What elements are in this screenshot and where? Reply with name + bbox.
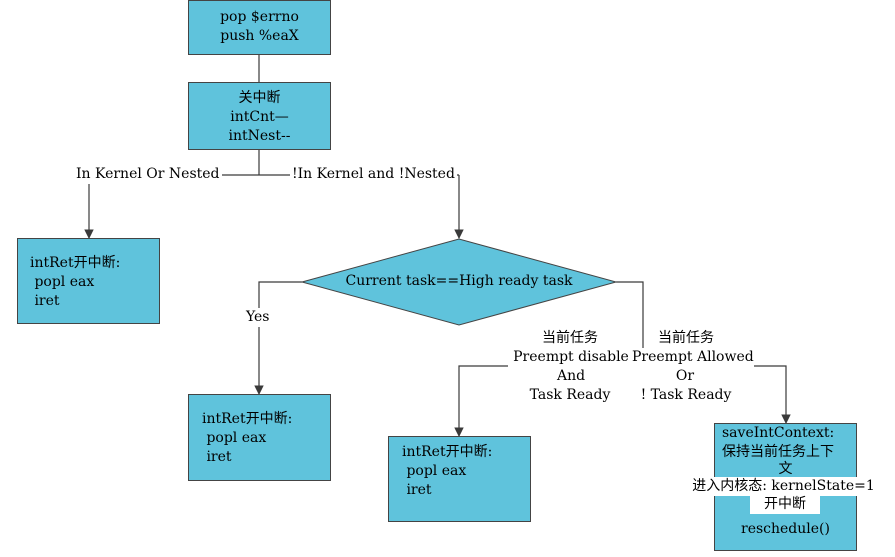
intret-left-line2: popl eax	[30, 274, 95, 290]
intret-left-line3: iret	[30, 293, 60, 309]
preempt-disable-line3: And	[546, 367, 596, 386]
close-interrupt-line3: intNest--	[228, 128, 291, 144]
intret-left-box	[17, 238, 160, 324]
reschedule-text: reschedule()	[741, 521, 830, 537]
save-context-line3: 文	[778, 461, 793, 477]
edge-decision-right	[616, 281, 644, 366]
intret-right-box	[388, 436, 531, 522]
intret-right-line1: intRet开中断:	[402, 444, 493, 460]
save-context-line1: saveIntContext:	[722, 425, 835, 441]
preempt-allowed-line1: 当前任务	[658, 330, 714, 346]
label-in-kernel-or-nested: In Kernel Or Nested	[74, 165, 222, 184]
save-context-line2: 保持当前任务上下	[722, 444, 834, 460]
enter-kernel-line2: 开中断	[750, 495, 820, 514]
pop-errno-line2: push %eaX	[220, 28, 299, 44]
intret-left-line1: intRet开中断:	[30, 255, 121, 271]
decision-text: Current task==High ready task	[345, 273, 573, 289]
close-interrupt-line1: 关中断	[238, 90, 281, 106]
intret-mid-line2: popl eax	[202, 430, 267, 446]
preempt-disable-line2: Preempt disable	[508, 348, 634, 367]
intret-right-line2: popl eax	[402, 463, 467, 479]
preempt-disable-line1: 当前任务	[542, 330, 598, 346]
pop-errno-line1: pop $errno	[220, 9, 299, 25]
preempt-allowed-line4: ! Task Ready	[640, 387, 732, 403]
close-interrupt-box	[188, 82, 331, 150]
label-yes: Yes	[244, 308, 272, 327]
intret-right-line3: iret	[402, 482, 432, 498]
intret-mid-box	[188, 394, 331, 481]
close-interrupt-line2: intCnt—	[230, 109, 289, 125]
enter-kernel-line1: 进入内核态: kernelState=1	[680, 477, 887, 496]
edge-yes	[254, 281, 302, 395]
preempt-disable-line4: Task Ready	[529, 387, 611, 403]
pop-errno-box	[188, 0, 331, 55]
intret-mid-line3: iret	[202, 449, 232, 465]
label-not-in-kernel: !In Kernel and !Nested	[290, 165, 457, 184]
preempt-allowed-line2: Preempt Allowed	[632, 348, 754, 367]
decision-diamond	[300, 238, 618, 326]
intret-mid-line1: intRet开中断:	[202, 411, 293, 427]
preempt-allowed-line3: Or	[660, 367, 710, 386]
